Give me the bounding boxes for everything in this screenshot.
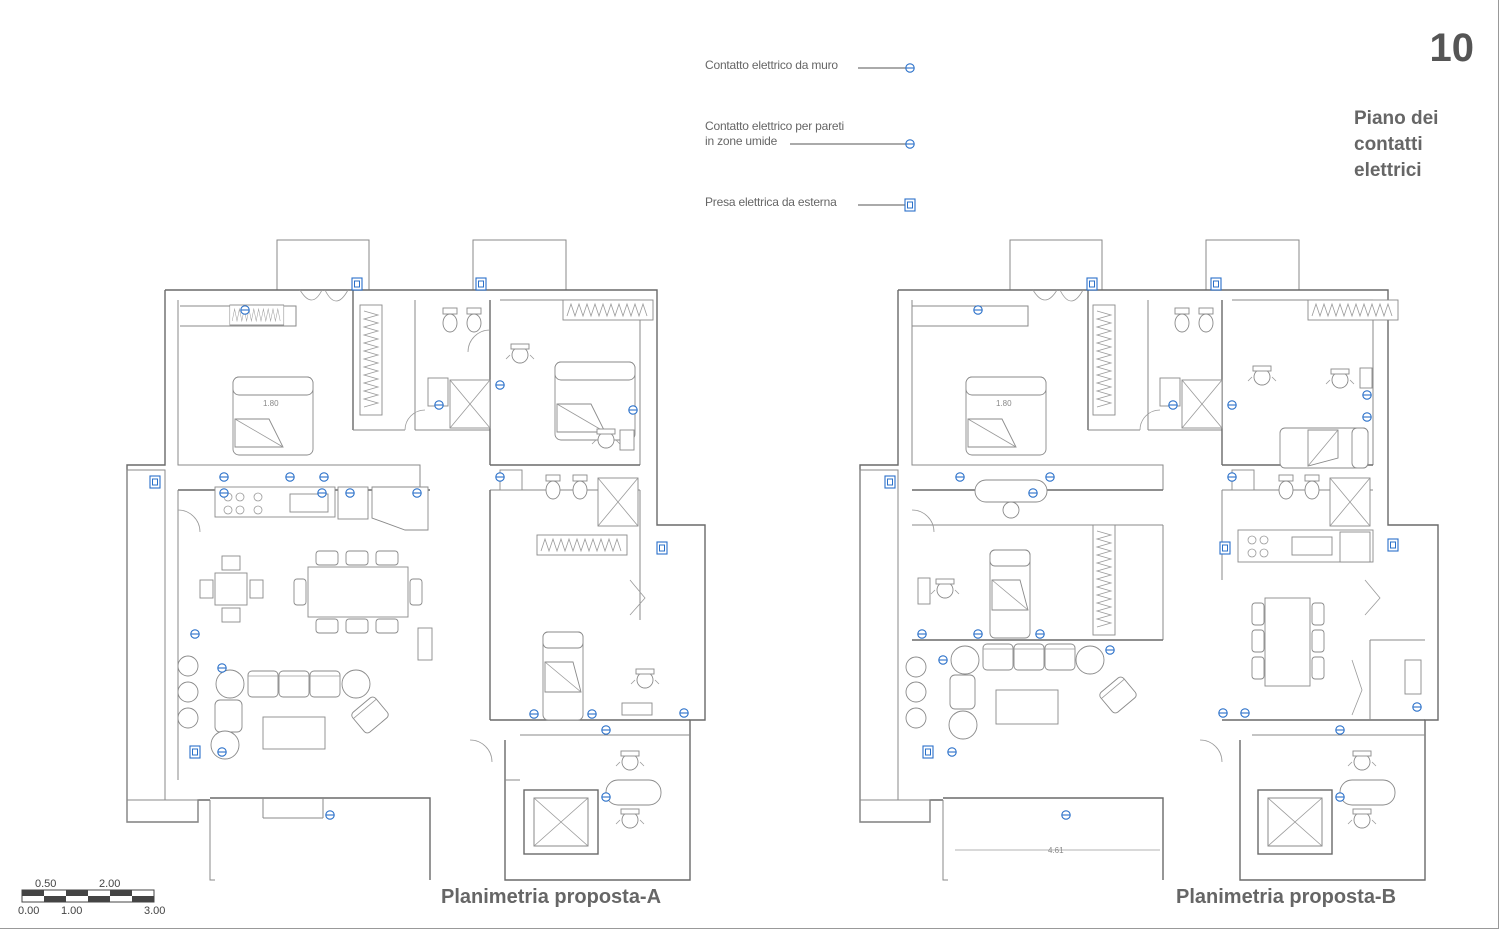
legend-leaders — [790, 63, 916, 212]
sheet-title: Piano dei contatti elettrici — [1354, 106, 1484, 184]
scale-label-100: 1.00 — [61, 905, 83, 917]
sheet-title-line2: contatti — [1354, 134, 1423, 155]
plan-a: 1.80 — [126, 239, 706, 881]
plan-b-caption: Planimetria proposta-B — [1176, 886, 1397, 908]
legend-label-wet-socket-line1: Contatto elettrico per pareti — [705, 119, 844, 133]
scale-label-300: 3.00 — [144, 905, 166, 917]
legend-label-outdoor-socket: Presa elettrica da esterna — [705, 195, 837, 209]
plan-b-dimension-bottom: 4.61 — [1048, 846, 1064, 855]
plan-a-caption: Planimetria proposta-A — [441, 886, 662, 908]
legend-outdoor-socket-icon — [904, 198, 916, 212]
scale-bar — [21, 889, 155, 903]
page-number: 10 — [1429, 26, 1475, 70]
plan-b-bed-dimension: 1.80 — [996, 399, 1012, 408]
plan-a-bed-dimension: 1.80 — [263, 399, 279, 408]
legend-wet-socket-icon — [905, 139, 915, 149]
sheet-title-line3: elettrici — [1354, 160, 1422, 181]
legend-label-wall-socket: Contatto elettrico da muro — [705, 58, 838, 72]
plan-b: 4.61 1.80 — [859, 239, 1439, 881]
legend-label-wet-socket-line2: in zone umide — [705, 134, 778, 148]
sheet-title-line1: Piano dei — [1354, 108, 1439, 129]
scale-label-200: 2.00 — [99, 878, 121, 890]
scale-label-000: 0.00 — [18, 905, 40, 917]
legend-wall-socket-icon — [905, 63, 915, 73]
scale-label-050: 0.50 — [35, 878, 57, 890]
